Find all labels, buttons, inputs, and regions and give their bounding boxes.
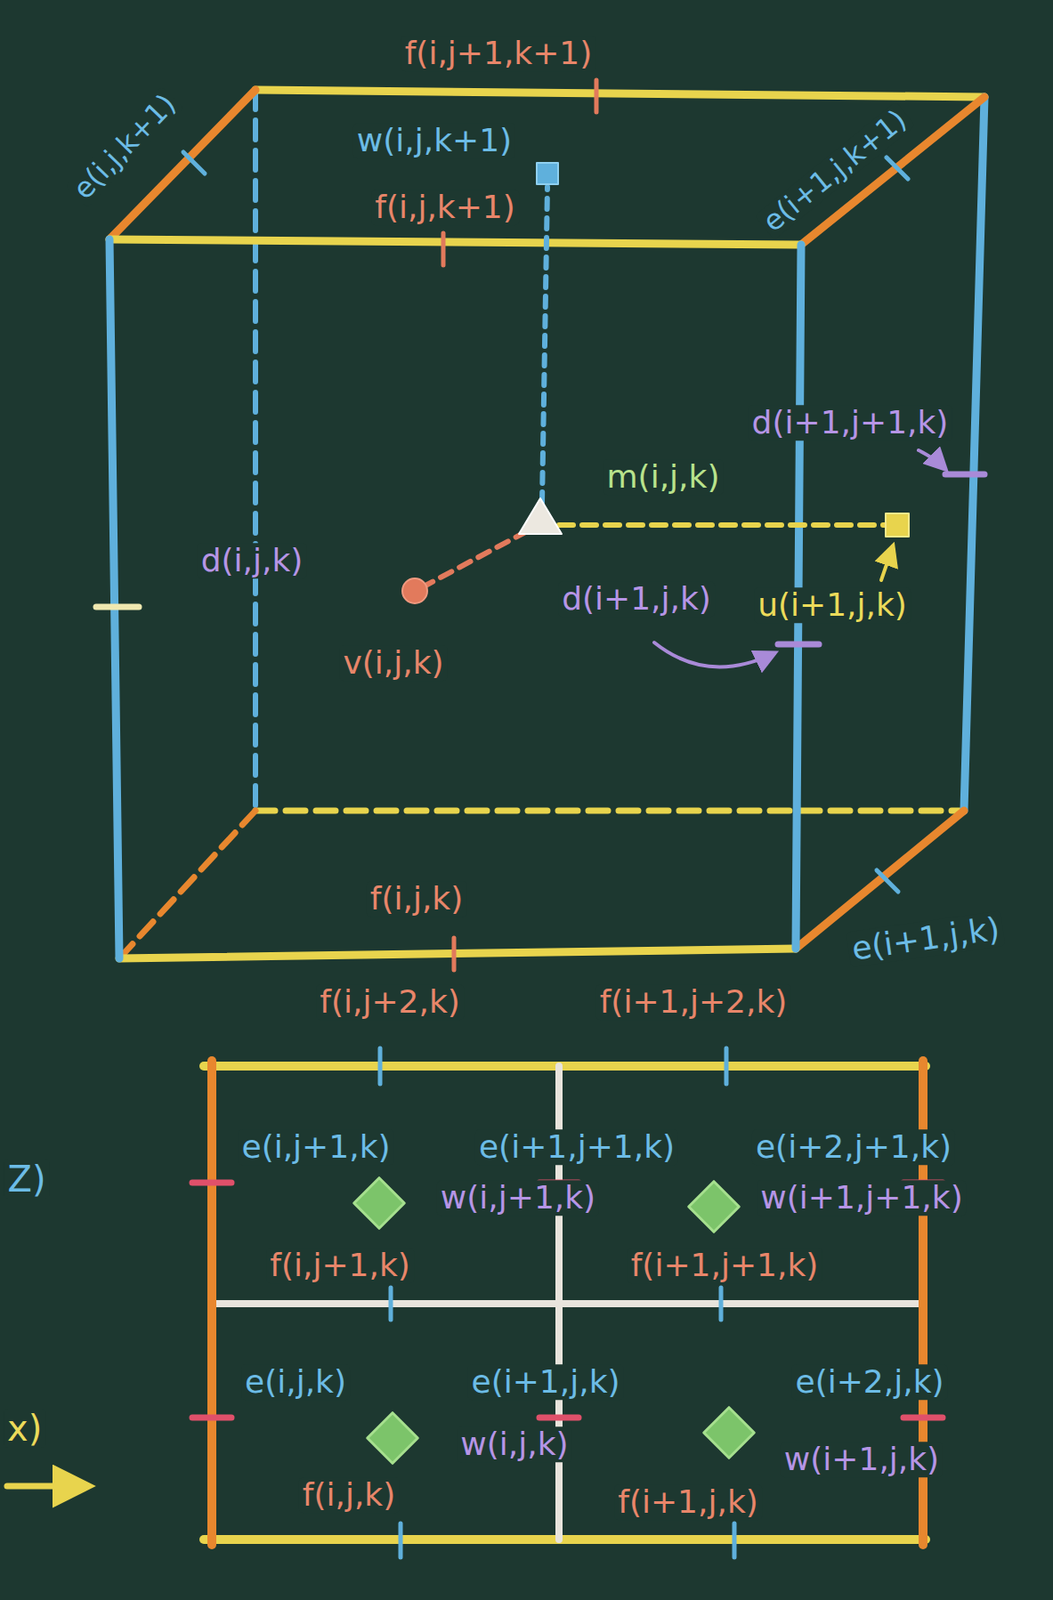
edge-tick — [192, 1180, 232, 1187]
grid-label: e(i+1,j,k) — [846, 910, 1006, 968]
x-edge-hidden — [255, 808, 964, 815]
grid-label: e(i,j,k) — [241, 1364, 350, 1401]
u-offset — [558, 522, 885, 528]
grid-label: f(i,j,k+1) — [371, 189, 519, 226]
grid-label: e(i+2,j,k) — [791, 1364, 948, 1401]
pointer-arrow — [881, 546, 893, 581]
edge-tick — [96, 604, 139, 611]
edge-tick — [903, 1415, 943, 1422]
grid-label: u(i+1,j,k) — [753, 587, 911, 624]
w-marker — [688, 1182, 740, 1233]
x-edge — [109, 239, 802, 245]
face-tick — [452, 938, 457, 971]
grid-label: f(i+1,j,k) — [614, 1484, 762, 1521]
w-marker — [354, 1178, 405, 1230]
y-edge — [109, 89, 256, 240]
grid-label: w(i,j,k) — [456, 1426, 572, 1463]
z-edge-hidden — [252, 89, 259, 811]
y-edge — [207, 1061, 217, 1546]
edge-tick — [192, 1415, 232, 1422]
edge-tick — [886, 157, 908, 179]
axis-arrow — [7, 1483, 88, 1491]
grid-label: e(i+1,j+1,k) — [475, 1129, 679, 1166]
u-marker — [885, 513, 909, 537]
v-offset — [425, 531, 527, 586]
grid-label: m(i,j,k) — [603, 459, 724, 495]
grid-label: d(i+1,j,k) — [558, 581, 715, 617]
w-marker — [367, 1413, 419, 1465]
grid-label: d(i+1,j+1,k) — [748, 405, 953, 441]
grid-label: Z) — [3, 1159, 49, 1199]
face-tick — [378, 1048, 383, 1085]
grid-label: v(i,j,k) — [339, 645, 447, 681]
face-tick — [719, 1287, 724, 1321]
grid-label: f(i,j,k) — [366, 881, 468, 917]
grid-label: e(i+1,j,k+1) — [754, 101, 916, 241]
x-edge — [203, 1061, 926, 1071]
w-marker — [704, 1408, 755, 1459]
x-edge — [119, 948, 796, 959]
grid-label: w(i+1,j,k) — [780, 1441, 943, 1478]
face-tick — [732, 1523, 738, 1558]
grid-line — [211, 1300, 924, 1308]
grid-label: e(i,j,k+1) — [64, 85, 185, 208]
grid-label: w(i+1,j+1,k) — [756, 1180, 966, 1216]
x-edge — [255, 89, 985, 98]
grid-label: w(i,j+1,k) — [437, 1180, 600, 1216]
x-edge — [203, 1535, 926, 1545]
grid-label: f(i+1,j+2,k) — [596, 984, 792, 1021]
grid-label: f(i+1,j+1,k) — [627, 1247, 823, 1284]
edge-tick — [876, 870, 899, 892]
face-tick — [398, 1523, 404, 1558]
edge-tick — [183, 152, 205, 174]
face-tick — [594, 80, 600, 113]
edge-tick — [777, 641, 819, 648]
face-tick — [724, 1048, 729, 1085]
face-tick — [388, 1287, 394, 1321]
grid-label: f(i,j+1,k) — [266, 1247, 414, 1284]
grid-label: e(i+2,j+1,k) — [752, 1129, 956, 1166]
grid-label: f(i,j,k) — [299, 1477, 400, 1514]
edge-tick — [539, 1415, 579, 1422]
grid-label: w(i,j,k+1) — [353, 122, 516, 159]
w-offset — [542, 186, 548, 503]
w-marker — [536, 162, 559, 185]
pointer-arrow — [918, 450, 946, 470]
grid-label: f(i,j+1,k+1) — [401, 35, 597, 72]
m-marker — [518, 498, 562, 535]
z-edge — [109, 239, 120, 959]
grid-label: e(i+1,j,k) — [467, 1364, 624, 1401]
grid-label: e(i,j+1,k) — [237, 1129, 394, 1166]
z-edge — [963, 97, 985, 811]
pointer-arrow — [654, 642, 775, 667]
grid-label: d(i,j,k) — [197, 542, 308, 579]
v-marker — [402, 578, 428, 604]
face-tick — [441, 233, 446, 266]
grid-label: x) — [3, 1409, 46, 1449]
grid-label: f(i,j+2,k) — [315, 984, 464, 1021]
y-edge-hidden — [119, 810, 256, 959]
edge-tick — [945, 471, 985, 478]
